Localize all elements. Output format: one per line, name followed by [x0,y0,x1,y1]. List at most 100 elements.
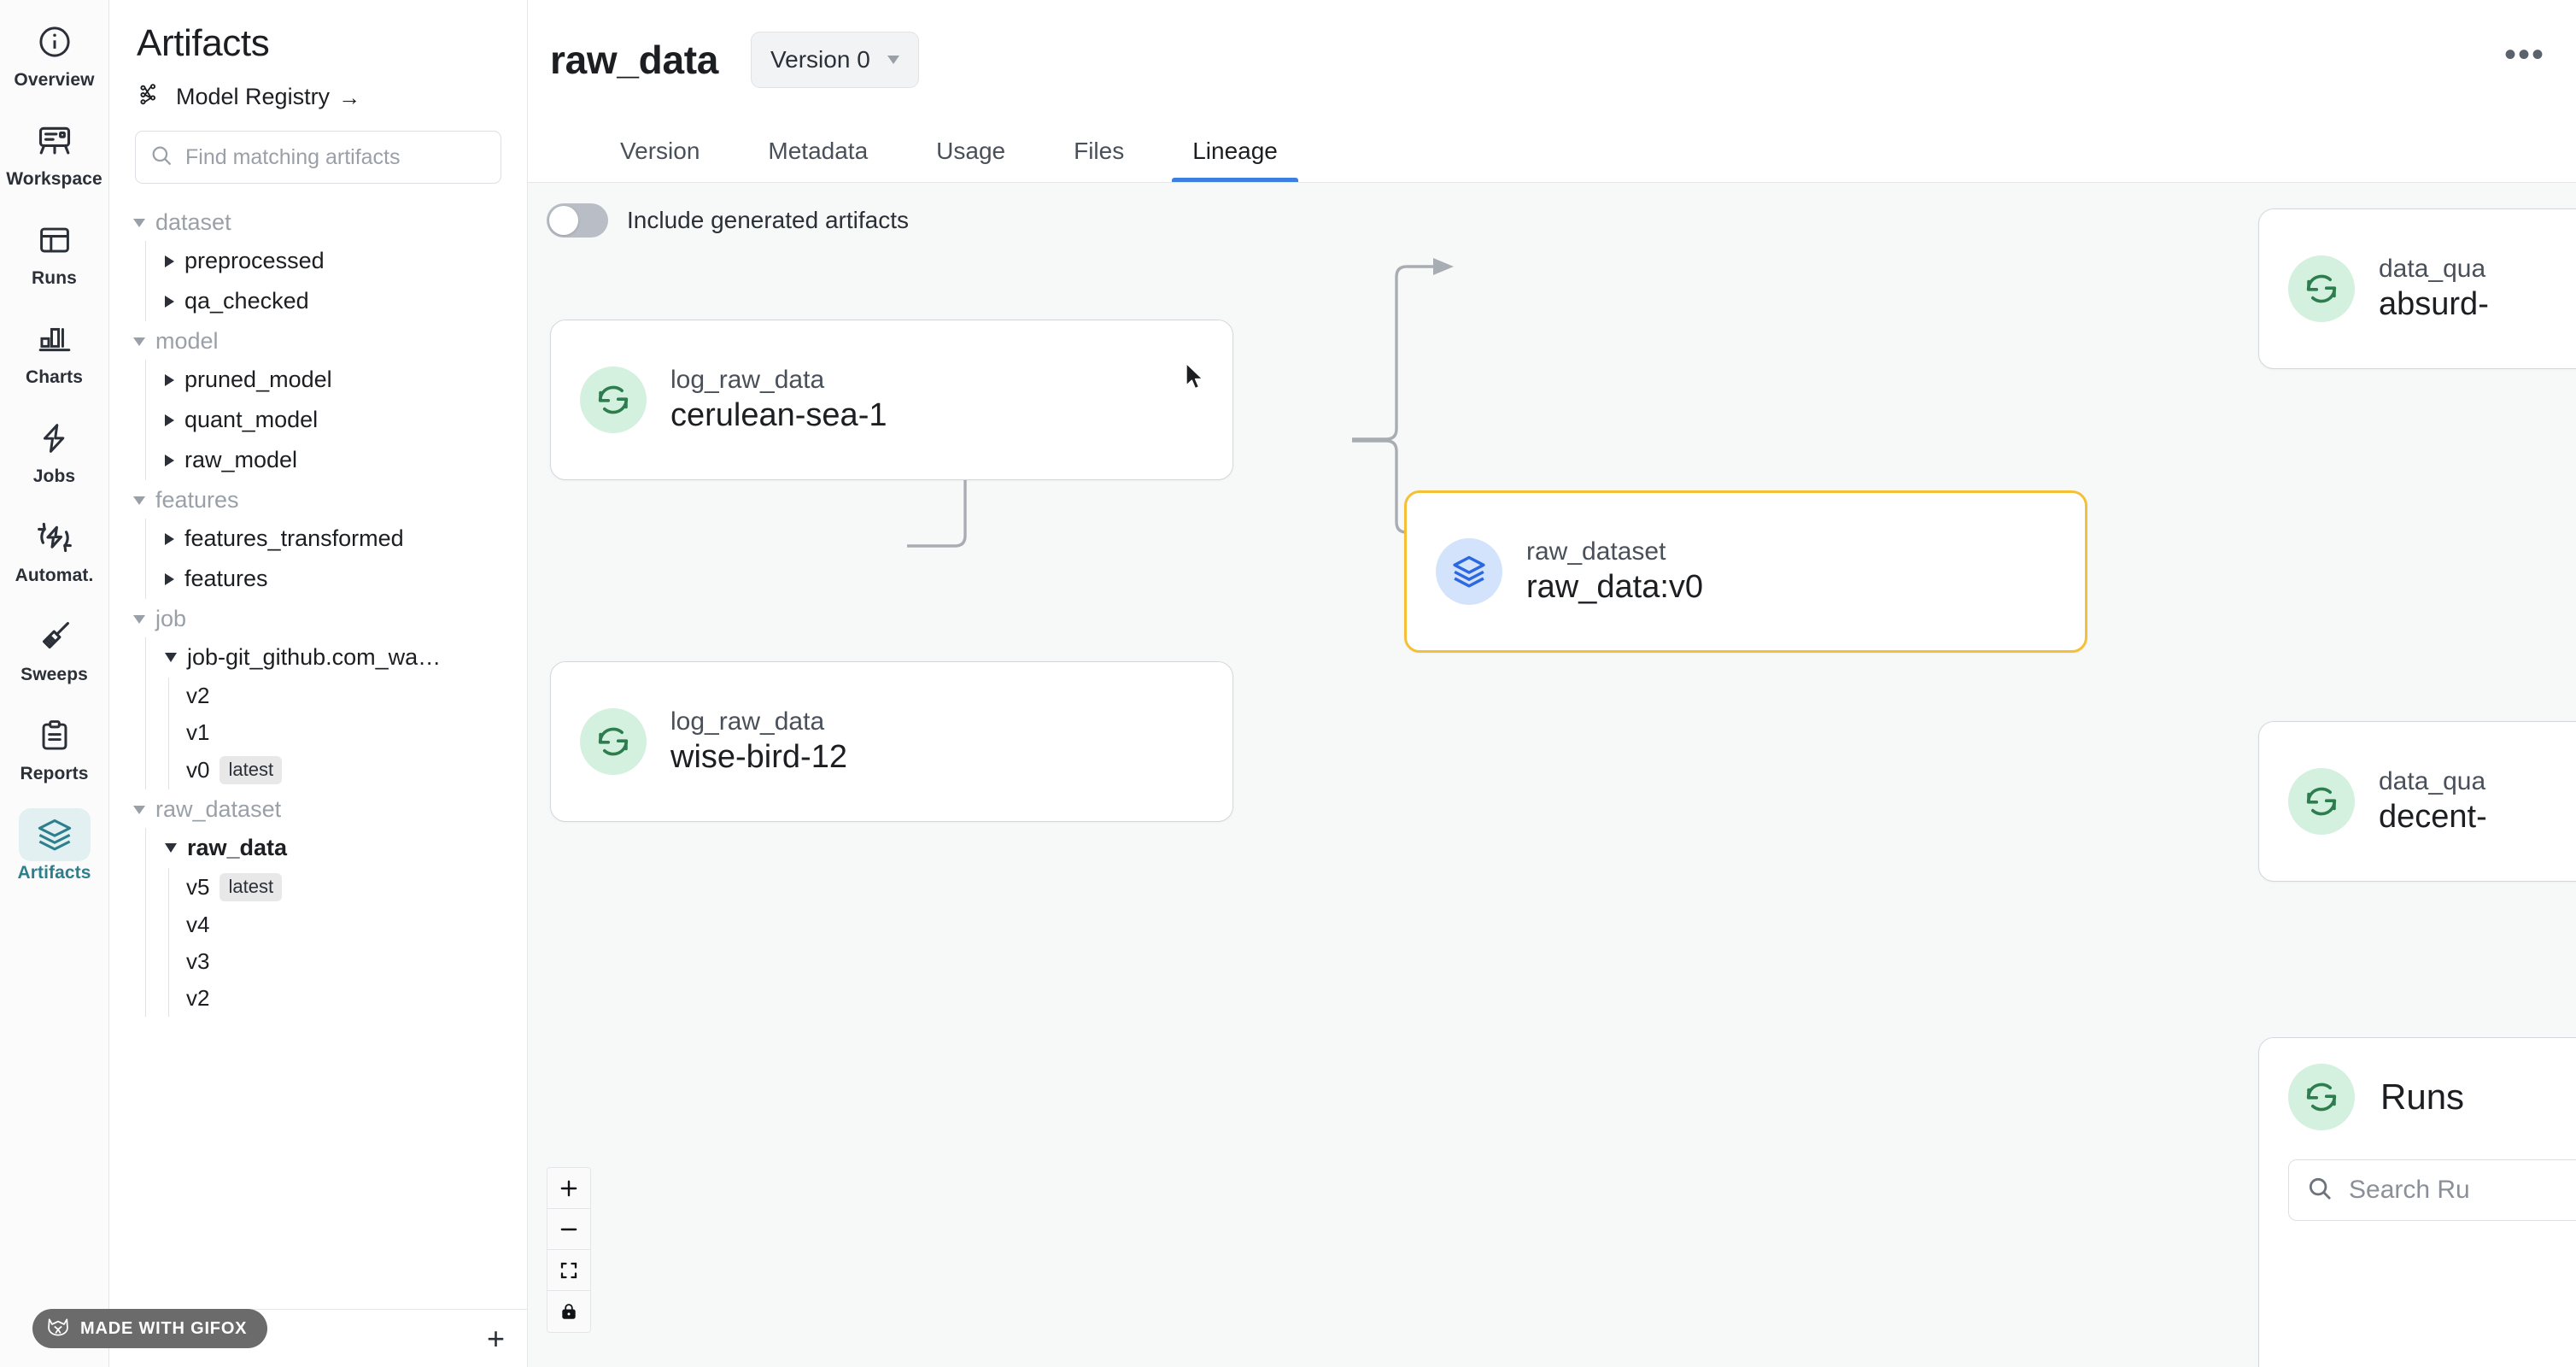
add-artifact-button[interactable]: + [486,1320,505,1356]
include-generated-artifacts-row: Include generated artifacts [547,203,909,238]
artifact-node-preprocessed[interactable]: preprocessed [146,241,527,281]
artifact-node-qa-checked[interactable]: qa_checked [146,281,527,321]
nav-item-reports[interactable]: Reports [9,709,101,784]
lineage-node-name: raw_data:v0 [1526,569,1704,606]
nav-label-sweeps: Sweeps [20,665,88,684]
artifact-group-label: job [155,606,187,631]
nav-label-charts: Charts [25,367,84,387]
chevron-down-icon [133,614,145,624]
artifact-node-features[interactable]: features [146,559,527,599]
artifact-node-pruned-model[interactable]: pruned_model [146,360,527,400]
nav-item-jobs[interactable]: Jobs [9,412,101,487]
tab-files[interactable]: Files [1050,120,1148,182]
artifact-group-job: job job-git_github.com_wa… v2 v1 v0 latest [109,601,527,789]
chevron-right-icon [165,255,174,267]
chevron-down-icon [133,805,145,814]
chevron-down-icon [165,843,177,853]
artifact-search-box[interactable] [135,131,501,184]
artifact-version-item[interactable]: v2 [169,980,527,1017]
run-refresh-icon [2288,1064,2355,1130]
artifact-group-header-raw_dataset[interactable]: raw_dataset [109,791,527,828]
artifact-node-features-transformed[interactable]: features_transformed [146,519,527,559]
nav-item-automations[interactable]: Automat. [9,511,101,586]
nav-item-overview[interactable]: Overview [9,15,101,91]
lock-view-button[interactable] [547,1291,590,1332]
artifact-version-item[interactable]: v4 [169,906,527,943]
artifact-node-label: quant_model [184,407,319,432]
artifact-node-job-git-github-com-wa-[interactable]: job-git_github.com_wa… [146,637,527,678]
overflow-menu-button[interactable]: ••• [2503,36,2545,73]
artifact-version-item[interactable]: v1 [169,714,527,751]
gifox-watermark: MADE WITH GIFOX [32,1309,268,1348]
artifact-version-item[interactable]: v2 [169,678,527,714]
nav-item-runs[interactable]: Runs [9,214,101,289]
lineage-node-wise-bird-12[interactable]: log_raw_data wise-bird-12 [550,661,1233,822]
artifact-tabs[interactable]: Version Metadata Usage Files Lineage [528,120,2576,183]
lineage-node-name: cerulean-sea-1 [670,397,887,434]
nav-label-reports: Reports [20,764,89,783]
zoom-in-button[interactable] [547,1168,590,1209]
lineage-node-name: absurd- [2379,286,2489,323]
runs-flyout-panel[interactable]: Runs Search Ru [2258,1037,2576,1367]
lineage-node-decent[interactable]: data_qua decent- [2258,721,2576,882]
artifact-node-raw-data[interactable]: raw_data [146,828,527,868]
artifact-node-label: features [184,566,268,591]
include-generated-artifacts-toggle[interactable] [547,203,608,238]
tab-lineage[interactable]: Lineage [1168,120,1302,182]
nav-item-artifacts[interactable]: Artifacts [9,808,101,883]
nav-item-sweeps[interactable]: Sweeps [9,610,101,685]
lineage-canvas[interactable]: Include generated artifacts [528,183,2576,1367]
artifacts-panel: Artifacts Model Registry → [109,0,528,1367]
nav-label-workspace: Workspace [6,169,102,189]
nav-item-charts[interactable]: Charts [9,313,101,388]
artifact-group-header-dataset[interactable]: dataset [109,204,527,241]
tab-version[interactable]: Version [596,120,723,182]
run-refresh-icon [2288,255,2355,322]
fit-view-button[interactable] [547,1250,590,1291]
artifact-node-quant-model[interactable]: quant_model [146,400,527,440]
artifact-search-input[interactable] [185,144,487,170]
artifact-group-header-job[interactable]: job [109,601,527,637]
artifact-node-raw-model[interactable]: raw_model [146,440,527,480]
runs-panel-header: Runs [2288,1038,2576,1130]
chevron-right-icon [165,414,174,426]
chevron-right-icon [165,295,174,308]
version-select-dropdown[interactable]: Version 0 [751,32,919,88]
zoom-out-button[interactable] [547,1209,590,1250]
artifact-version-item[interactable]: v0 latest [169,751,527,789]
tab-metadata[interactable]: Metadata [744,120,892,182]
runs-search-box[interactable]: Search Ru [2288,1159,2576,1221]
artifact-version-label: v2 [186,683,210,708]
artifact-group-header-features[interactable]: features [109,482,527,519]
lineage-node-raw-data-v0[interactable]: raw_dataset raw_data:v0 [1404,490,2087,653]
tab-label: Files [1074,137,1125,164]
artifact-version-label: v5 [186,874,210,900]
artifact-version-item[interactable]: v3 [169,943,527,980]
artifact-version-label: v1 [186,719,210,745]
lineage-node-cerulean-sea-1[interactable]: log_raw_data cerulean-sea-1 [550,320,1233,480]
gifox-fox-icon [46,1315,70,1343]
search-icon [149,144,173,172]
artifact-version-label: v0 [186,757,210,783]
model-registry-link[interactable]: Model Registry → [109,73,527,119]
nav-label-runs: Runs [32,268,77,288]
artifact-group-header-model[interactable]: model [109,323,527,360]
chevron-down-icon [165,653,177,662]
lineage-node-absurd[interactable]: data_qua absurd- [2258,208,2576,369]
artifact-version-label: v4 [186,912,210,937]
lineage-node-type: data_qua [2379,254,2486,283]
artifact-version-list: v2 v1 v0 latest [168,678,527,789]
info-circle-icon [19,15,91,68]
version-select-value: Version 0 [770,46,870,73]
table-icon [19,214,91,267]
nav-item-workspace[interactable]: Workspace [6,114,102,190]
artifact-search-wrap [109,119,527,191]
run-refresh-icon [2288,768,2355,835]
version-tag-badge: latest [220,756,283,784]
nav-label-automations: Automat. [15,566,94,585]
tab-usage[interactable]: Usage [912,120,1029,182]
